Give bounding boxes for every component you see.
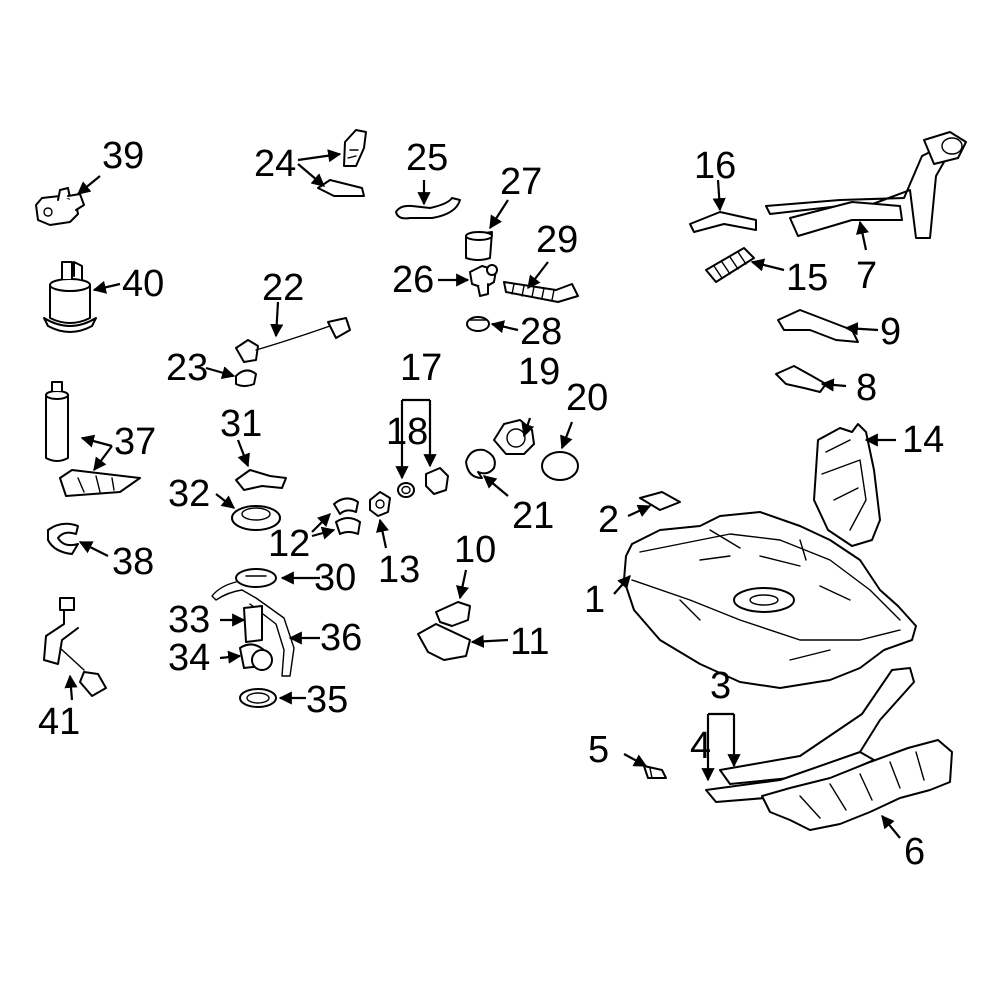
callout-31: 31 [220,403,262,445]
callout-12: 12 [268,523,310,565]
callout-17: 17 [400,347,442,389]
part-17-cap [425,467,449,495]
callout-33: 33 [168,599,210,641]
callout-7: 7 [856,255,877,297]
part-2-pad [639,491,681,511]
callout-29: 29 [536,219,578,261]
callout-20: 20 [566,377,608,419]
part-8-bracket [775,365,827,393]
callout-38: 38 [112,541,154,583]
callout-1: 1 [584,579,605,621]
part-40-pump-assembly [43,261,97,333]
callout-26: 26 [392,259,434,301]
part-21-ring [465,448,496,479]
part-37-pump-filter [45,381,141,497]
part-5-bolt [643,765,667,779]
part-12-clamps [333,497,361,535]
callout-27: 27 [500,161,542,203]
part-38-retainer [47,522,79,555]
callout-37: 37 [114,421,156,463]
part-29-hose [503,281,579,303]
callout-22: 22 [262,267,304,309]
callout-3: 3 [710,665,731,707]
part-3-4-straps [705,667,915,803]
callout-2: 2 [598,499,619,541]
part-18-o-ring [397,482,415,498]
part-10-11-shield [417,601,471,661]
part-6-protector [761,739,953,831]
callout-39: 39 [102,135,144,177]
part-27-cap [465,231,493,261]
callout-11: 11 [510,621,549,663]
callout-35: 35 [306,679,348,721]
callout-36: 36 [320,617,362,659]
callout-41: 41 [38,701,80,743]
part-28-grommet [466,316,490,332]
leader-lines [64,149,901,839]
part-35-seal [239,688,277,708]
part-7-filler-pipe [765,131,967,239]
callout-8: 8 [856,367,877,409]
part-33-36-pump-bracket [211,581,295,677]
callout-6: 6 [904,831,925,873]
callout-13: 13 [378,549,420,591]
callout-9: 9 [880,311,901,353]
callout-10: 10 [454,529,496,571]
part-22-wire [235,317,351,363]
callout-40: 40 [122,263,164,305]
part-41-harness [43,597,107,697]
callout-15: 15 [786,257,828,299]
part-20-gasket [541,451,579,481]
callout-23: 23 [166,347,208,389]
callout-28: 28 [520,311,562,353]
part-32-plate [231,505,281,531]
part-30-cap [235,568,277,588]
callout-18: 18 [386,411,428,453]
callout-25: 25 [406,137,448,179]
part-14-insulator [813,423,881,547]
callout-16: 16 [694,145,736,187]
part-9-bracket [777,309,859,343]
callout-19: 19 [518,351,560,393]
callout-21: 21 [512,495,554,537]
callout-34: 34 [168,637,210,679]
callout-14: 14 [902,419,944,461]
part-31-clip [235,469,287,491]
part-23-grommet [235,369,257,387]
callout-4: 4 [690,725,711,767]
part-25-hose [395,197,461,220]
callout-numbers: 39 40 37 38 41 24 25 27 26 28 29 22 23 3… [38,135,944,873]
part-39-sender-gauge [35,187,85,226]
part-16-bracket [689,211,757,233]
callout-30: 30 [314,557,356,599]
part-15-boot [705,247,755,283]
part-26-valve [469,264,498,297]
callout-32: 32 [168,473,210,515]
callout-24: 24 [254,143,296,185]
callout-5: 5 [588,729,609,771]
part-24-clamp [317,129,367,197]
part-13-fitting [369,491,391,517]
part-1-fuel-tank [623,511,917,689]
